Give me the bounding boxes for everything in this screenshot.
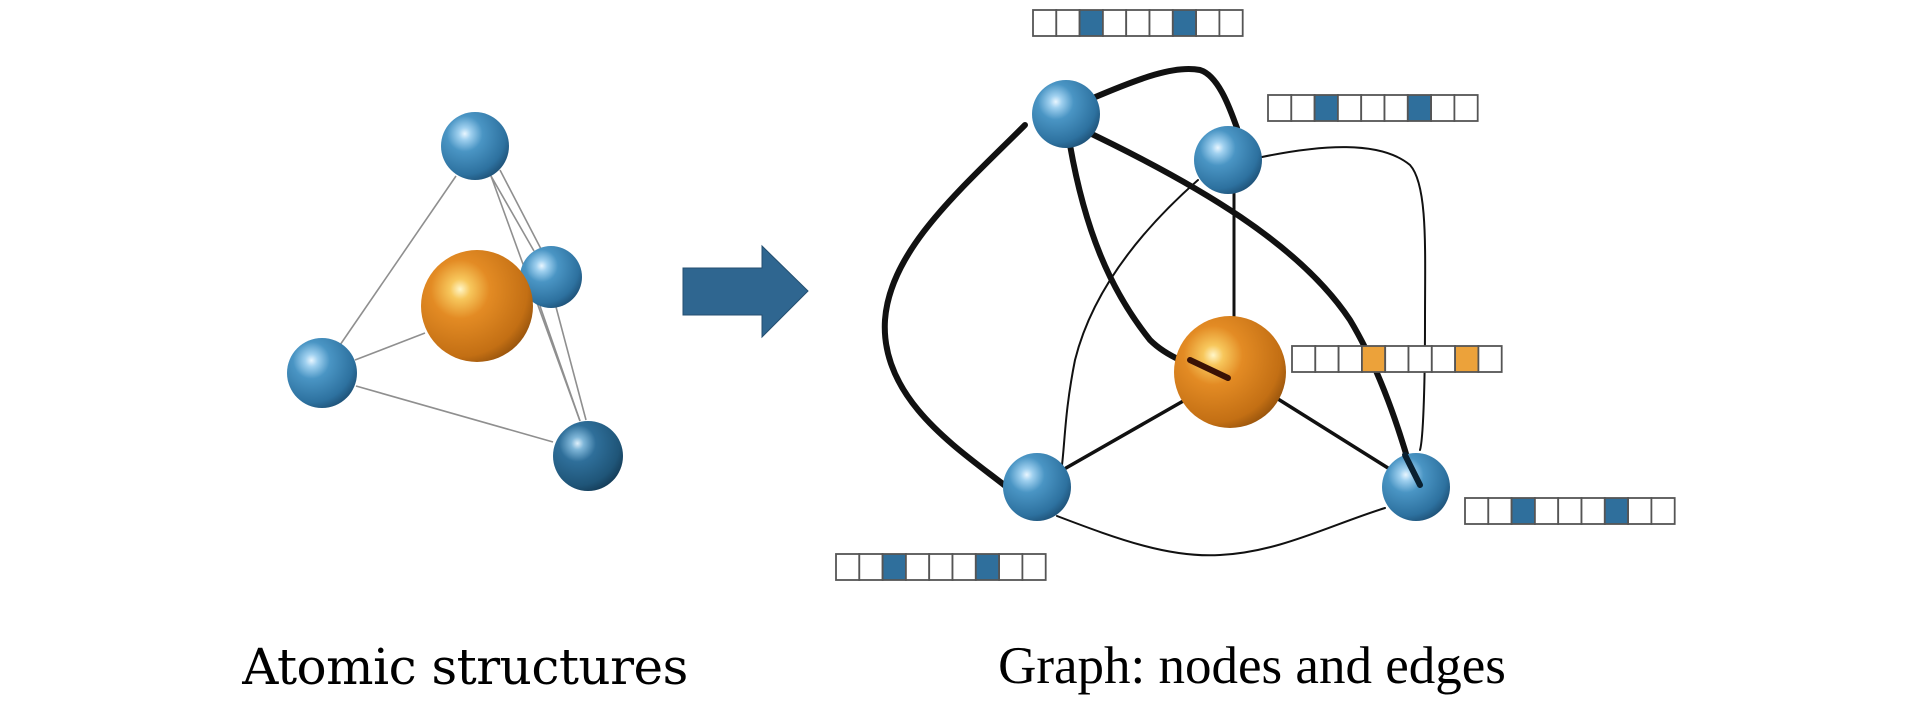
vector-cell bbox=[1032, 9, 1058, 37]
vector-cell bbox=[998, 553, 1024, 581]
node-E bbox=[1382, 453, 1450, 521]
feature-vector-B bbox=[1267, 94, 1479, 122]
node-B bbox=[1194, 126, 1262, 194]
vector-cell bbox=[951, 553, 977, 581]
bond-top-right-2 bbox=[490, 175, 535, 252]
vector-cell bbox=[1430, 94, 1456, 122]
vector-cell bbox=[1267, 94, 1293, 122]
bond-left-bottomright bbox=[355, 385, 554, 443]
edge-C-D bbox=[1064, 398, 1187, 470]
vector-cell bbox=[1337, 345, 1363, 373]
bond-top-left bbox=[339, 175, 457, 346]
edge-A-C-inner bbox=[1187, 357, 1231, 381]
vector-cell bbox=[881, 553, 907, 581]
vector-cell bbox=[1510, 497, 1536, 525]
edge-B-D bbox=[1061, 179, 1199, 466]
node-A bbox=[1032, 80, 1100, 148]
vector-cell bbox=[1337, 94, 1363, 122]
vector-cell bbox=[1361, 345, 1387, 373]
vector-cell bbox=[1313, 94, 1339, 122]
node-C bbox=[1174, 316, 1286, 428]
vector-cell bbox=[1021, 553, 1047, 581]
edge-C-E bbox=[1276, 397, 1390, 470]
vector-cell bbox=[1148, 9, 1174, 37]
edge-D-E bbox=[1056, 507, 1386, 557]
edges bbox=[881, 65, 1427, 557]
edge-A-D bbox=[881, 122, 1028, 491]
vector-cell bbox=[1487, 497, 1513, 525]
vector-cell bbox=[1407, 345, 1433, 373]
vector-cell bbox=[905, 553, 931, 581]
vector-cell bbox=[1360, 94, 1386, 122]
feature-vector-D bbox=[835, 553, 1047, 581]
vector-cell bbox=[1125, 9, 1151, 37]
vector-cell bbox=[1650, 497, 1676, 525]
bond-right-bottomright bbox=[539, 305, 581, 422]
feature-vector-E bbox=[1464, 497, 1676, 525]
vector-cell bbox=[1384, 345, 1410, 373]
vector-cell bbox=[1453, 94, 1479, 122]
vector-cell bbox=[1454, 345, 1480, 373]
edge-A-E bbox=[1072, 123, 1418, 488]
atom-blue-top bbox=[441, 112, 509, 180]
vector-cell bbox=[1627, 497, 1653, 525]
caption-atomic-structures: Atomic structures bbox=[242, 638, 688, 696]
vector-cell bbox=[1580, 497, 1606, 525]
edge-B-E bbox=[1261, 146, 1427, 451]
vector-cell bbox=[928, 553, 954, 581]
right-arrow-icon bbox=[682, 244, 809, 339]
feature-vector-C bbox=[1291, 345, 1503, 373]
atom-orange-center bbox=[421, 250, 533, 362]
vector-cell bbox=[974, 553, 1000, 581]
edge-A-B bbox=[1090, 65, 1240, 131]
atom-blue-bottom-right bbox=[553, 421, 623, 491]
vector-cell bbox=[1477, 345, 1503, 373]
vector-cell bbox=[1171, 9, 1198, 37]
vector-cell bbox=[1291, 345, 1317, 373]
vector-cell bbox=[1078, 9, 1104, 37]
vector-cell bbox=[1557, 497, 1583, 525]
node-D bbox=[1003, 453, 1071, 521]
feature-vectors bbox=[835, 9, 1676, 581]
vector-cell bbox=[835, 553, 861, 581]
vector-cell bbox=[1383, 94, 1409, 122]
vector-cell bbox=[1406, 94, 1433, 122]
vector-cell bbox=[858, 553, 884, 581]
bond-right-bottomright-2 bbox=[555, 306, 587, 421]
vector-cell bbox=[1102, 9, 1128, 37]
caption-graph: Graph: nodes and edges bbox=[998, 637, 1506, 695]
bond-top-right bbox=[499, 169, 542, 250]
vector-cell bbox=[1464, 497, 1490, 525]
bonds bbox=[339, 169, 587, 443]
graph bbox=[835, 9, 1676, 581]
feature-vector-A bbox=[1032, 9, 1244, 37]
atom-blue-left bbox=[287, 338, 357, 408]
vector-cell bbox=[1430, 345, 1457, 373]
vector-cell bbox=[1195, 9, 1221, 37]
vector-cell bbox=[1603, 497, 1630, 525]
atom-blue-right bbox=[520, 246, 582, 308]
vector-cell bbox=[1218, 9, 1244, 37]
vector-cell bbox=[1534, 497, 1560, 525]
vector-cell bbox=[1055, 9, 1081, 37]
atomic-structure bbox=[287, 112, 623, 491]
vector-cell bbox=[1290, 94, 1316, 122]
bond-left-center bbox=[354, 332, 426, 361]
edge-A-E-inner bbox=[1402, 452, 1423, 488]
vector-cell bbox=[1314, 345, 1340, 373]
